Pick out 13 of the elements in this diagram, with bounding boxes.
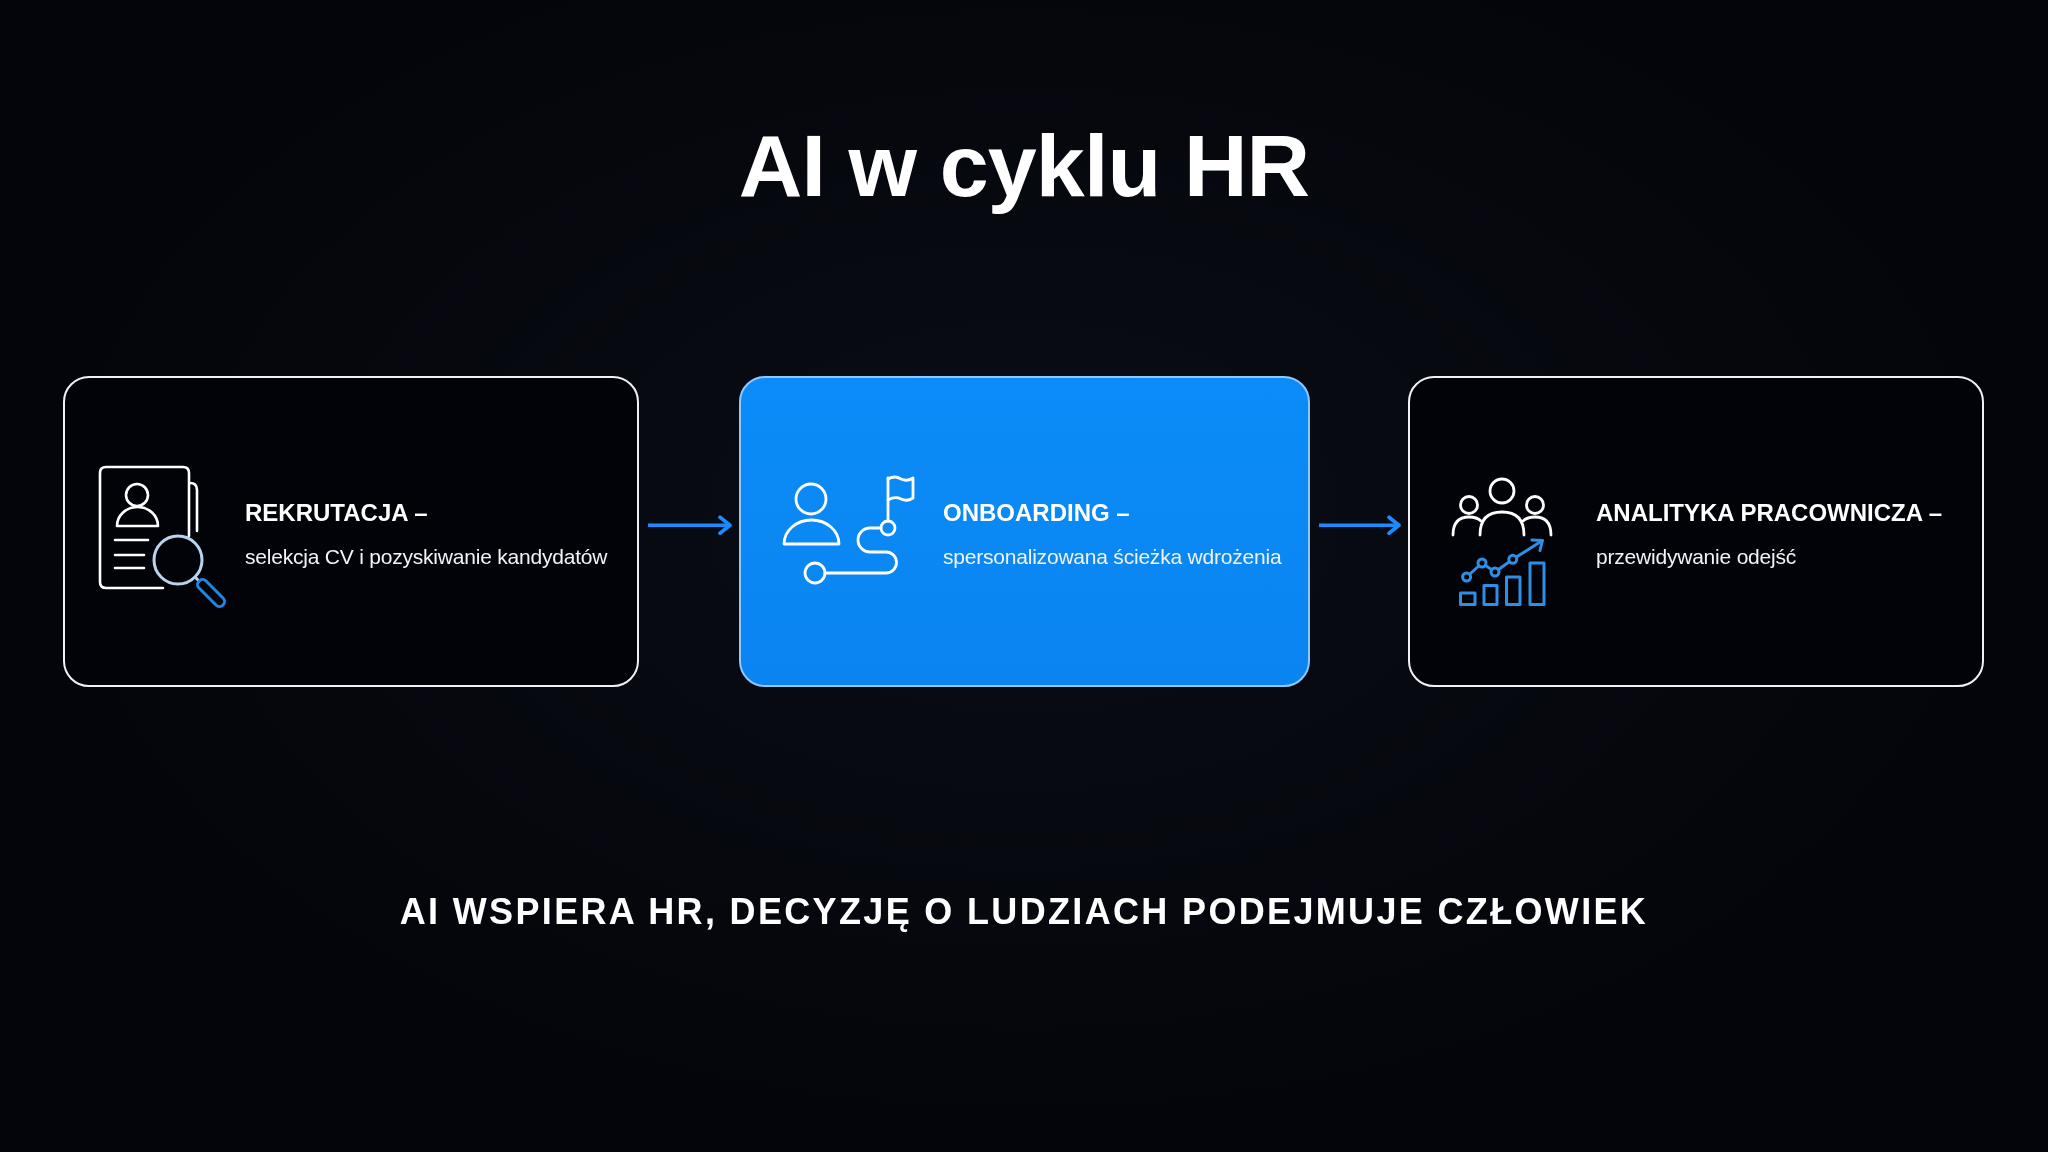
step-description: przewidywanie odejść	[1596, 544, 1797, 570]
step-title: ANALITYKA PRACOWNICZA –	[1596, 498, 1943, 528]
step-description: spersonalizowana ścieżka wdrożenia	[943, 544, 1282, 570]
step-card	[1408, 376, 1984, 687]
step-title: ONBOARDING –	[943, 498, 1130, 528]
flow-arrow	[648, 515, 732, 536]
step-description: selekcja CV i pozyskiwanie kandydatów	[245, 544, 608, 570]
step-card	[63, 376, 639, 687]
flow-arrow	[1319, 515, 1401, 536]
tagline: AI WSPIERA HR, DECYZJĘ O LUDZIACH PODEJMUJE CZŁOWIEK	[399, 890, 1649, 934]
highlighted-step-card	[739, 376, 1310, 687]
step-title: REKRUTACJA –	[245, 498, 428, 528]
slide-title: AI w cyklu HR	[738, 118, 1310, 214]
